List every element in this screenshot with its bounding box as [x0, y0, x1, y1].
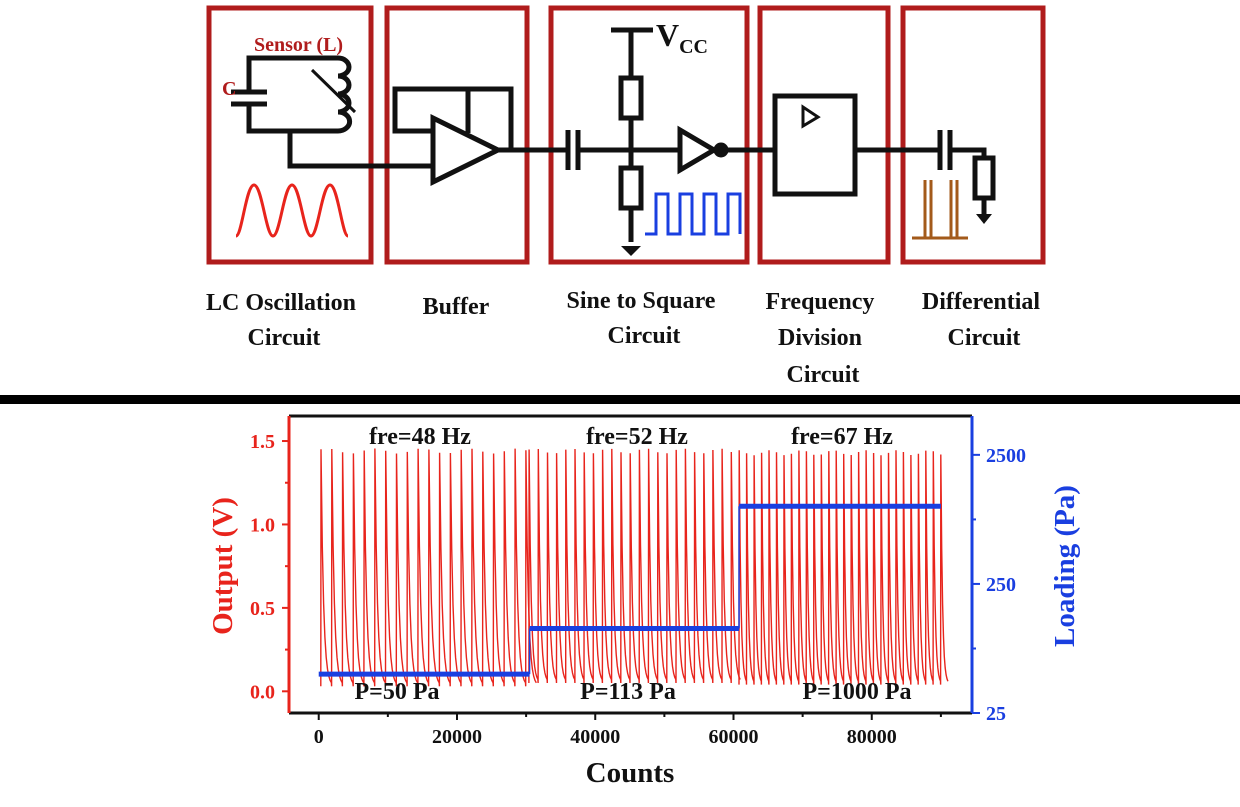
pressure-annotation-2: P=113 Pa [580, 679, 676, 705]
lc-oscillation-block [206, 5, 374, 265]
sensor-label: Sensor (L) [254, 34, 343, 56]
buffer-amplifier-icon [392, 86, 566, 187]
x-tick-label: 40000 [570, 726, 620, 748]
x-tick-label: 20000 [432, 726, 482, 748]
right-y-tick-label: 25 [986, 703, 1006, 725]
output-trace-segment-1 [320, 448, 537, 687]
left-y-axis-ticks: 0.0 0.5 1.0 1.5 [250, 431, 289, 703]
left-y-tick-label: 1.0 [250, 514, 275, 536]
loading-series [318, 503, 941, 677]
frequency-division-block [757, 5, 891, 265]
capacitor-label: C [222, 78, 236, 100]
frequency-annotation-2: fre=52 Hz [586, 424, 688, 450]
differential-caption: Differential Circuit [922, 289, 1046, 351]
x-tick-label: 80000 [847, 726, 897, 748]
lc-tank-circuit [231, 55, 432, 169]
frequency-division-caption: Frequency Division Circuit [766, 289, 881, 388]
frequency-annotation-3: fre=67 Hz [791, 424, 893, 450]
sine-to-square-circuit [565, 27, 775, 242]
pulse-icon [912, 180, 968, 240]
x-axis-ticks: 0 20000 40000 60000 80000 [314, 713, 942, 748]
lc-oscillation-caption: LC Oscillation Circuit [206, 290, 362, 351]
left-y-tick-label: 1.5 [250, 431, 275, 453]
frequency-divider-icon [772, 93, 940, 197]
right-y-tick-label: 2500 [986, 445, 1026, 467]
left-y-tick-label: 0.0 [250, 681, 275, 703]
section-divider [0, 395, 1240, 404]
output-series [320, 448, 949, 687]
right-y-axis-ticks: 25 250 2500 [972, 445, 1026, 725]
pressure-annotation-3: P=1000 Pa [803, 679, 912, 705]
x-tick-label: 60000 [709, 726, 759, 748]
differentiator-circuit [937, 130, 996, 214]
right-y-axis-label: Loading (Pa) [1049, 485, 1081, 647]
x-tick-label: 0 [314, 726, 324, 748]
pressure-annotation-1: P=50 Pa [355, 679, 440, 705]
x-axis-label: Counts [586, 757, 675, 789]
chart: 0 20000 40000 60000 80000 0.0 0.5 1.0 1.5 25 250… [207, 414, 1081, 789]
block-diagram: Sensor (L) C VCC [206, 5, 1046, 388]
differential-block [900, 5, 1046, 265]
left-y-tick-label: 0.5 [250, 598, 275, 620]
sine-to-square-caption: Sine to Square Circuit [567, 288, 722, 349]
ground-icon [621, 246, 641, 256]
buffer-block [384, 5, 530, 265]
buffer-caption: Buffer [423, 294, 490, 320]
left-y-axis-label: Output (V) [207, 497, 239, 635]
output-trace-segment-2 [528, 448, 741, 684]
output-trace-segment-3 [738, 450, 949, 685]
sine-wave-icon [234, 183, 350, 238]
right-y-tick-label: 250 [986, 574, 1016, 596]
square-wave-icon [645, 192, 742, 236]
vcc-label: VCC [656, 17, 708, 58]
ground-icon-2 [976, 214, 992, 224]
sine-to-square-block [548, 5, 750, 265]
frequency-annotation-1: fre=48 Hz [369, 424, 471, 450]
